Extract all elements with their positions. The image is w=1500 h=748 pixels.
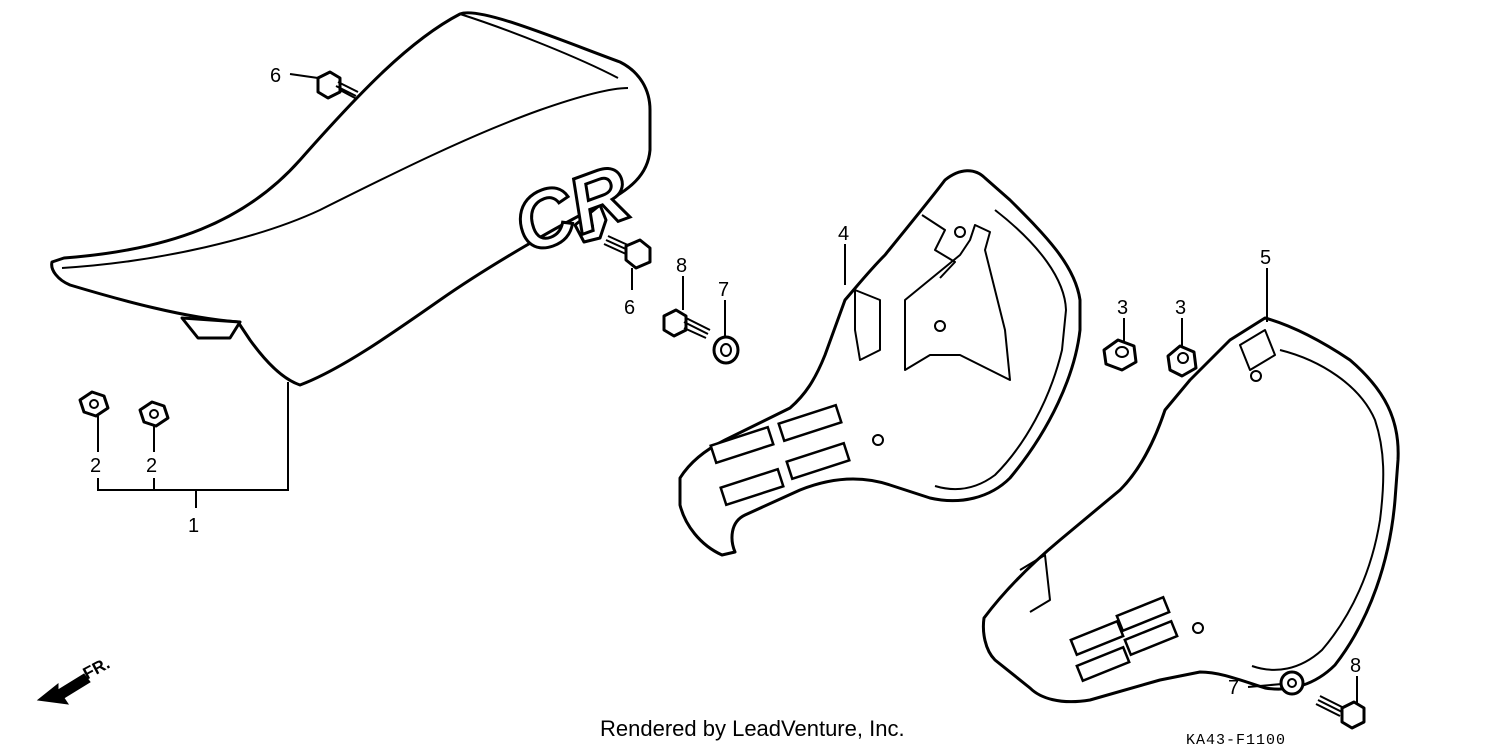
right-side-cover-inner-edge (934, 209, 1067, 491)
left-side-cover-body (981, 316, 1400, 704)
seat[interactable]: CR (50, 11, 652, 387)
right-side-cover-vent-3 (719, 467, 785, 507)
seat-top-edge (61, 87, 629, 269)
right-side-cover-hole-low (872, 434, 884, 446)
left-side-cover-vent-4 (1123, 619, 1179, 657)
callout-collar-mid: 7 (718, 279, 729, 301)
left-side-cover-hole-top (1250, 370, 1262, 382)
seat-bolt-top[interactable] (316, 70, 359, 100)
left-side-cover-top-tab (1239, 329, 1276, 371)
cover-bolt-bottom[interactable] (1315, 695, 1366, 730)
left-side-cover-hole-low (1192, 622, 1204, 634)
right-side-cover-hole-top (954, 226, 966, 238)
footer-credit: Rendered by LeadVenture, Inc. (600, 716, 905, 741)
right-side-cover[interactable] (678, 169, 1082, 557)
cover-bolt-mid[interactable] (662, 308, 711, 339)
seat-tab-hole (588, 223, 594, 229)
seat-ridge (459, 13, 619, 79)
seat-nut-right[interactable] (138, 400, 170, 428)
right-side-cover-edge-tab (921, 214, 956, 279)
callout-seat-assembly: 1 (188, 515, 199, 537)
diagram-code: KA43-F1100 (1186, 732, 1286, 748)
left-side-cover-vent-1 (1069, 619, 1125, 657)
right-side-cover-recess (904, 224, 1011, 381)
grommet-b[interactable] (1166, 344, 1198, 378)
right-side-cover-vent-2 (777, 403, 843, 443)
callout-left-side-cover: 5 (1260, 247, 1271, 269)
callout-cover-bolt-mid: 8 (676, 255, 687, 277)
collar-mid[interactable] (712, 335, 740, 365)
right-side-cover-vent-4 (785, 441, 851, 481)
seat-bolt-mid[interactable] (603, 235, 652, 270)
collar-bottom[interactable] (1279, 670, 1305, 696)
right-side-cover-hole-mid (934, 320, 946, 332)
callout-seat-nut-right: 2 (146, 455, 157, 477)
left-side-cover-side-tab (1019, 554, 1051, 613)
callout-seat-bolt-top: 6 (270, 65, 281, 87)
callout-cover-bolt-bottom: 8 (1350, 655, 1361, 677)
right-side-cover-body (678, 169, 1082, 557)
leader-lines (97, 73, 1358, 704)
seat-bracket (180, 316, 242, 340)
left-side-cover[interactable] (981, 316, 1400, 704)
left-side-cover-vent-2 (1115, 595, 1171, 633)
callout-grommet-a: 3 (1117, 297, 1128, 319)
right-side-cover-tab (854, 289, 881, 361)
seat-nut-left[interactable] (78, 390, 110, 418)
grommet-a[interactable] (1102, 338, 1138, 372)
front-arrow: FR. (36, 654, 113, 705)
front-arrow-icon (36, 673, 91, 705)
callout-right-side-cover: 4 (838, 223, 849, 245)
left-side-cover-inner-edge (1251, 349, 1385, 671)
callout-collar-bottom: 7 (1228, 677, 1239, 699)
right-side-cover-vent-1 (709, 425, 775, 465)
callout-grommet-b: 3 (1175, 297, 1186, 319)
callout-seat-bolt-mid: 6 (624, 297, 635, 319)
callout-seat-nut-left: 2 (90, 455, 101, 477)
left-side-cover-vent-3 (1075, 645, 1131, 683)
